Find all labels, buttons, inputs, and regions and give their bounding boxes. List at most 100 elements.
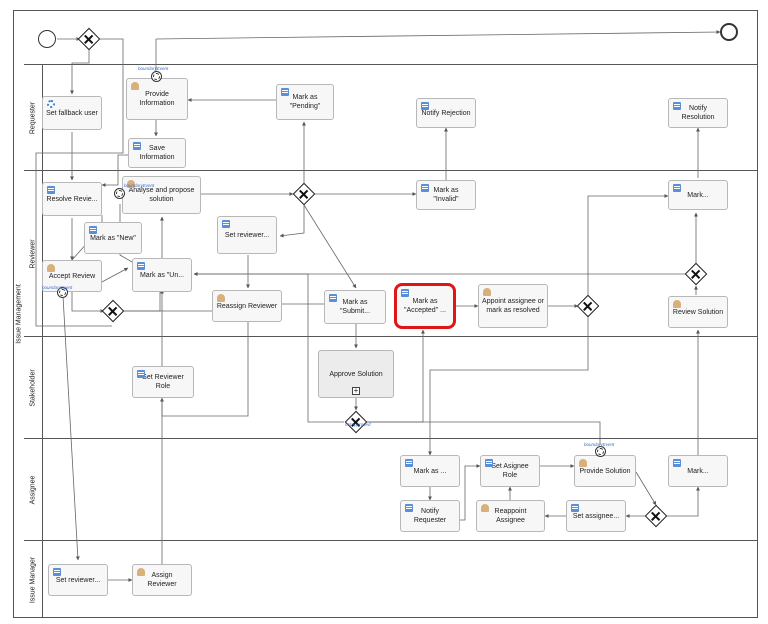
script-task-icon <box>329 294 337 302</box>
task-set-reviewer-im[interactable]: Set reviewer... <box>48 564 108 596</box>
task-label: Set assignee... <box>572 512 620 520</box>
task-mark-top-right[interactable]: Mark... <box>668 180 728 210</box>
flow-analyse-down <box>119 204 133 263</box>
script-task-icon <box>571 504 579 512</box>
boundary-label-accept-review: boundaryEvent <box>42 285 73 290</box>
boundary-label-provide-information: boundaryEvent <box>138 66 169 71</box>
script-task-icon <box>485 459 493 467</box>
task-analyse-propose[interactable]: Analyse and propose solution <box>122 176 201 214</box>
boundary-label-provide-solution: boundaryEvent <box>584 442 615 447</box>
user-task-icon <box>127 180 135 188</box>
script-task-icon <box>89 226 97 234</box>
task-provide-information[interactable]: Provide Information <box>126 78 188 120</box>
task-set-reviewer-role[interactable]: Set Reviewer Role <box>132 366 194 398</box>
flow-gateway-submit <box>303 204 357 289</box>
task-mark-submit[interactable]: Mark as "Submit... <box>324 290 386 324</box>
user-task-icon <box>673 300 681 308</box>
task-label: Notify Rejection <box>421 109 471 117</box>
expand-icon[interactable]: + <box>352 386 360 395</box>
boundary-event-analyse[interactable] <box>114 188 125 199</box>
task-assign-reviewer[interactable]: Assign Reviewer <box>132 564 192 596</box>
user-task-icon <box>47 264 55 272</box>
flow-save-resolve <box>101 154 128 187</box>
task-label: Review Solution <box>672 308 724 316</box>
task-label: Save Information <box>139 145 175 161</box>
task-label: Set Asignee Role <box>491 463 529 479</box>
flow-notify-setassignee <box>460 464 481 521</box>
task-mark-as-a[interactable]: Mark as ... <box>400 455 460 487</box>
task-label: Approve Solution <box>329 370 383 378</box>
script-task-icon <box>673 102 681 110</box>
task-notify-rejection[interactable]: Notify Rejection <box>416 98 476 128</box>
script-task-icon <box>421 102 429 110</box>
lane-stakeholder: Stakeholder <box>24 336 758 438</box>
task-mark-pending[interactable]: Mark as "Pending" <box>276 84 334 120</box>
task-label: Set fallback user <box>46 109 98 117</box>
task-approve-solution[interactable]: Approve Solution + <box>318 350 394 398</box>
task-label: Assign Reviewer <box>147 572 177 588</box>
task-label: Mark as "Submit... <box>339 299 371 315</box>
task-set-assignee-role[interactable]: Set Asignee Role <box>480 455 540 487</box>
user-task-icon <box>483 288 491 296</box>
service-task-icon <box>47 100 55 108</box>
flow-provide-boundary <box>366 421 601 445</box>
task-mark-assignee[interactable]: Mark... <box>668 455 728 487</box>
script-task-icon <box>133 142 141 150</box>
task-mark-new[interactable]: Mark as "New" <box>84 222 142 254</box>
task-accept-review[interactable]: Accept Review <box>42 260 102 292</box>
script-task-icon <box>421 184 429 192</box>
task-provide-solution[interactable]: Provide Solution <box>574 455 636 487</box>
task-label: Reassign Reviewer <box>216 302 278 310</box>
lane-issue-manager: Issue Manager <box>24 540 758 618</box>
task-label: Mark as "Pending" <box>289 94 321 110</box>
task-resolve-review[interactable]: Resolve Revie... <box>42 182 102 216</box>
flow-accept-boundary <box>62 295 80 561</box>
task-save-information[interactable]: Save Information <box>128 138 186 168</box>
script-task-icon <box>673 184 681 192</box>
task-appoint-assignee[interactable]: Appoint assignee or mark as resolved <box>478 284 548 328</box>
task-review-solution[interactable]: Review Solution <box>668 296 728 328</box>
task-label: Mark... <box>687 191 709 199</box>
flow-gateway-loop <box>35 38 124 327</box>
task-label: Mark as "Un... <box>139 271 185 279</box>
task-reappoint-assignee[interactable]: Reappoint Assignee <box>476 500 545 532</box>
task-label: Mark as "New" <box>90 234 136 242</box>
task-label: Mark as ... <box>413 467 447 475</box>
flow-gw-mark <box>587 194 669 296</box>
user-task-icon <box>137 568 145 576</box>
lane-label-assignee: Assignee <box>24 439 43 540</box>
script-task-icon <box>405 504 413 512</box>
task-label: Notify Requester <box>413 508 447 524</box>
task-label: Accept Review <box>48 272 96 280</box>
task-label: Reappoint Assignee <box>494 508 527 524</box>
script-task-icon <box>47 186 55 194</box>
task-label: Set reviewer... <box>55 576 101 584</box>
task-label: Appoint assignee or mark as resolved <box>482 298 544 314</box>
task-notify-resolution[interactable]: Notify Resolution <box>668 98 728 128</box>
task-notify-requester[interactable]: Notify Requester <box>400 500 460 532</box>
user-task-icon <box>217 294 225 302</box>
task-label: Provide Information <box>139 91 175 107</box>
task-set-reviewer-r[interactable]: Set reviewer... <box>217 216 277 254</box>
boundary-event-provide-solution[interactable] <box>595 446 606 457</box>
task-label: Mark... <box>687 467 709 475</box>
flow-gw-markassignee <box>666 486 700 517</box>
end-event[interactable] <box>720 23 738 41</box>
boundary-event-accept-review[interactable] <box>57 287 68 298</box>
task-mark-invalid[interactable]: Mark as "Invalid" <box>416 180 476 210</box>
user-task-icon <box>481 504 489 512</box>
task-mark-un[interactable]: Mark as "Un... <box>132 258 192 292</box>
task-mark-accepted[interactable]: Mark as "Accepted" ... <box>394 283 456 329</box>
task-label: Notify Resolution <box>681 105 715 121</box>
task-reassign-reviewer[interactable]: Reassign Reviewer <box>212 290 282 322</box>
flow-gateway-fallback <box>70 48 90 95</box>
task-label: Provide Solution <box>579 467 631 475</box>
task-set-fallback-user[interactable]: Set fallback user <box>42 96 102 130</box>
boundary-event-provide-information[interactable] <box>151 71 162 82</box>
flow-gateway-setreviewer <box>279 205 305 238</box>
task-set-assignee[interactable]: Set assignee... <box>566 500 626 532</box>
script-task-icon <box>281 88 289 96</box>
boundary-label-approve: notApproved <box>345 422 371 427</box>
start-event[interactable] <box>38 30 56 48</box>
